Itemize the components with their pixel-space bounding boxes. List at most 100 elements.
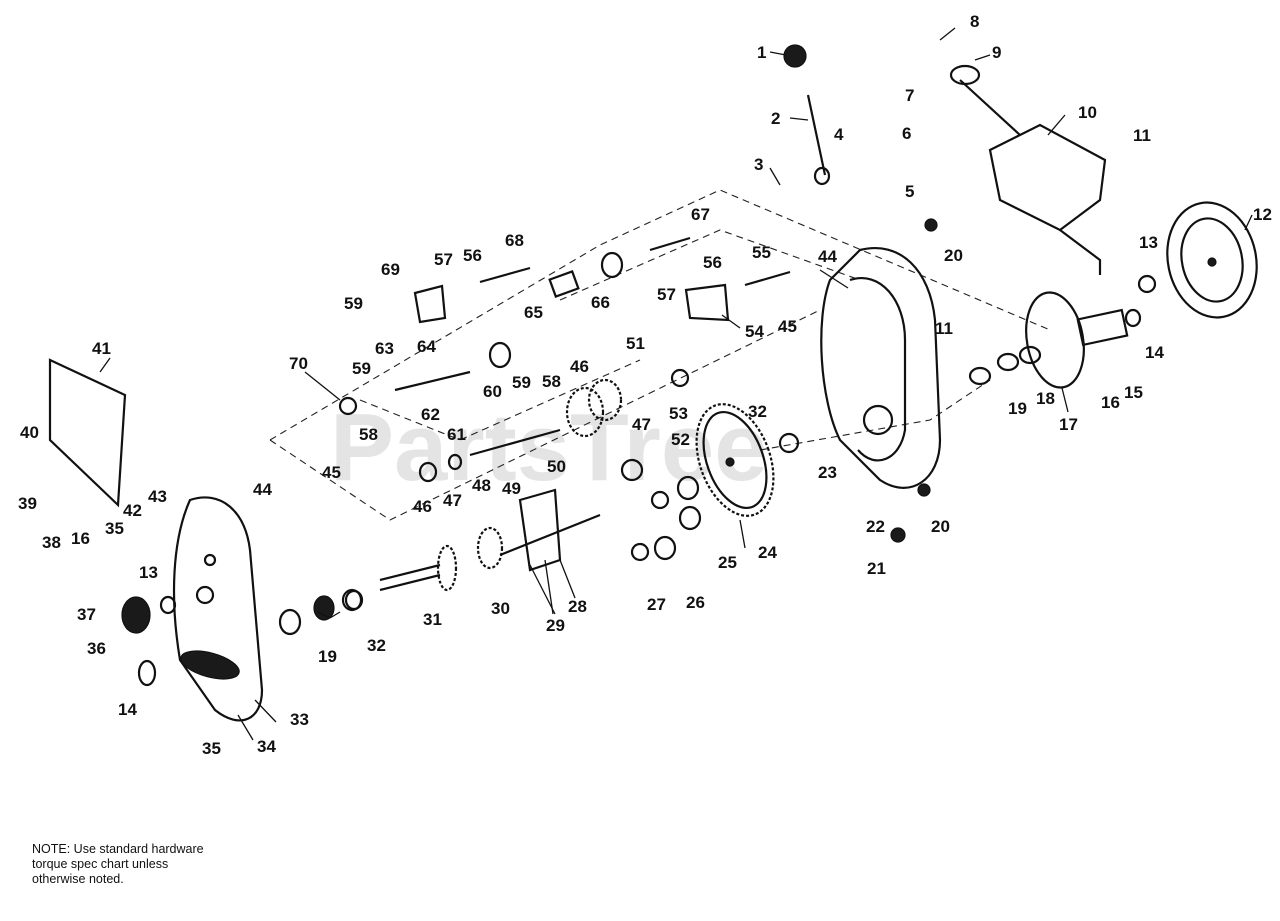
note-line-2: torque spec chart unless — [32, 857, 169, 871]
callout-29: 29 — [546, 616, 565, 635]
callout-2: 2 — [771, 109, 780, 128]
callout-35a: 35 — [105, 519, 124, 538]
callout-7: 7 — [905, 86, 914, 105]
callout-46a: 46 — [413, 497, 432, 516]
callout-44b: 44 — [818, 247, 837, 266]
callout-22: 22 — [866, 517, 885, 536]
callout-5: 5 — [905, 182, 914, 201]
torque-note: NOTE: Use standard hardware torque spec … — [32, 842, 292, 887]
callout-10: 10 — [1078, 103, 1097, 122]
callout-47b: 47 — [632, 415, 651, 434]
callout-57b: 57 — [657, 285, 676, 304]
callout-8: 8 — [970, 12, 979, 31]
callout-55: 55 — [752, 243, 771, 262]
note-line-1: NOTE: Use standard hardware — [32, 842, 204, 856]
leader-lines — [99, 27, 1253, 741]
seal — [137, 659, 157, 687]
callout-14a: 14 — [1145, 343, 1164, 362]
hub — [121, 596, 151, 634]
callout-32a: 32 — [367, 636, 386, 655]
callout-70: 70 — [289, 354, 308, 373]
callout-69: 69 — [381, 260, 400, 279]
callout-63: 63 — [375, 339, 394, 358]
callout-45b: 45 — [778, 317, 797, 336]
callout-13a: 13 — [1139, 233, 1158, 252]
callout-11a: 11 — [1133, 126, 1151, 145]
callout-39: 39 — [18, 494, 37, 513]
note-line-3: otherwise noted. — [32, 872, 124, 886]
large-gear — [695, 403, 775, 517]
callout-19b: 19 — [318, 647, 337, 666]
callout-4: 4 — [834, 125, 844, 144]
pulley — [1166, 201, 1258, 319]
callout-58a: 58 — [359, 425, 378, 444]
assembly-outline — [269, 189, 1051, 521]
callout-50: 50 — [547, 457, 566, 476]
shift-plate — [518, 488, 562, 572]
output-shaft — [379, 544, 458, 592]
small-parts — [159, 44, 1157, 615]
callout-30: 30 — [491, 599, 510, 618]
callout-33: 33 — [290, 710, 309, 729]
callout-65: 65 — [524, 303, 543, 322]
callout-18: 18 — [1036, 389, 1055, 408]
callout-20b: 20 — [931, 517, 950, 536]
callout-57a: 57 — [434, 250, 453, 269]
callout-46b: 46 — [570, 357, 589, 376]
callout-3: 3 — [754, 155, 763, 174]
callout-59b: 59 — [352, 359, 371, 378]
callout-45a: 45 — [322, 463, 341, 482]
callout-13b: 13 — [139, 563, 158, 582]
callout-16a: 16 — [1101, 393, 1120, 412]
callout-44a: 44 — [253, 480, 272, 499]
callout-64: 64 — [417, 337, 436, 356]
callout-labels: 1 2 3 4 5 6 7 8 9 10 11 11 12 13 13 14 1… — [18, 12, 1272, 758]
callout-47a: 47 — [443, 491, 462, 510]
callout-54: 54 — [745, 322, 764, 341]
callout-37: 37 — [77, 605, 96, 624]
callout-20a: 20 — [944, 246, 963, 265]
callout-56a: 56 — [463, 246, 482, 265]
callout-59c: 59 — [512, 373, 531, 392]
callout-35b: 35 — [202, 739, 221, 758]
callout-66: 66 — [591, 293, 610, 312]
callout-28: 28 — [568, 597, 587, 616]
callout-62: 62 — [421, 405, 440, 424]
callout-24: 24 — [758, 543, 777, 562]
left-gear-case — [172, 496, 264, 722]
callout-21: 21 — [867, 559, 886, 578]
idler-shaft — [499, 513, 601, 557]
callout-59a: 59 — [344, 294, 363, 313]
callout-32b: 32 — [748, 402, 767, 421]
handle-bracket — [949, 64, 1107, 275]
right-gear-case — [820, 247, 942, 489]
callout-61: 61 — [447, 425, 466, 444]
bearing-pair — [278, 589, 364, 636]
countershaft — [469, 428, 561, 457]
callout-6: 6 — [902, 124, 911, 143]
callout-31: 31 — [423, 610, 442, 629]
callout-48: 48 — [472, 476, 491, 495]
callout-56b: 56 — [703, 253, 722, 272]
callout-38: 38 — [42, 533, 61, 552]
callout-27: 27 — [647, 595, 666, 614]
callout-51: 51 — [626, 334, 645, 353]
callout-40: 40 — [20, 423, 39, 442]
callout-52: 52 — [671, 430, 690, 449]
callout-58b: 58 — [542, 372, 561, 391]
callout-25: 25 — [718, 553, 737, 572]
callout-11b: 11 — [935, 319, 953, 338]
callout-12: 12 — [1253, 205, 1272, 224]
bearing-flange — [968, 291, 1129, 389]
callout-9: 9 — [992, 43, 1001, 62]
callout-41: 41 — [92, 339, 111, 358]
watermark: PartsTree — [330, 394, 768, 501]
cluster-gear — [565, 378, 623, 438]
callout-14b: 14 — [118, 700, 137, 719]
callout-67: 67 — [691, 205, 710, 224]
callout-49: 49 — [502, 479, 521, 498]
callout-17: 17 — [1059, 415, 1078, 434]
callout-34: 34 — [257, 737, 276, 756]
callout-60: 60 — [483, 382, 502, 401]
